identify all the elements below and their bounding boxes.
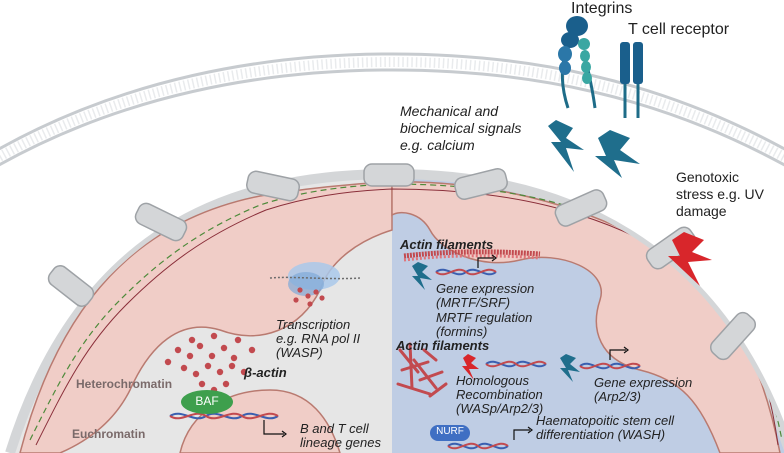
mrtf-line1: MRTF regulation bbox=[436, 310, 533, 325]
signals-line1: Mechanical and bbox=[400, 103, 499, 119]
rna-pol-ii bbox=[269, 262, 361, 307]
actin-filaments-1: Actin filaments bbox=[400, 237, 494, 252]
tcr-label: T cell receptor bbox=[628, 21, 730, 38]
signals-line3: e.g. calcium bbox=[400, 137, 475, 153]
lineage-line2: lineage genes bbox=[300, 435, 381, 450]
gene-expr1-line2: (MRTF/SRF) bbox=[436, 295, 511, 310]
mrtf-line2: (formins) bbox=[436, 324, 488, 339]
integrins-label: Integrins bbox=[571, 0, 633, 17]
transcription-line1: Transcription bbox=[276, 317, 351, 332]
euchromatin-label: Euchromatin bbox=[72, 427, 146, 441]
transcription-arrows bbox=[263, 254, 629, 440]
nurf-complex bbox=[430, 425, 470, 441]
transcription-line2: e.g. RNA pol II bbox=[276, 331, 361, 346]
actin-filaments-top bbox=[403, 249, 541, 262]
baf-complex bbox=[181, 390, 233, 414]
gene-expr2-line1: Gene expression bbox=[594, 375, 693, 390]
signal-bolts bbox=[412, 120, 640, 382]
beta-actin-dots bbox=[164, 332, 256, 394]
actin-filaments-2: Actin filaments bbox=[396, 338, 490, 353]
integrin-receptor bbox=[558, 16, 597, 109]
stress-line3: damage bbox=[676, 203, 727, 219]
tcr-receptor bbox=[620, 42, 643, 118]
actin-meshwork bbox=[396, 342, 448, 398]
stress-bolts bbox=[462, 232, 712, 380]
transcription-line3: (WASP) bbox=[276, 345, 323, 360]
nurf-label: NURF bbox=[436, 426, 464, 437]
hsc-line1: Haematopoitic stem cell bbox=[536, 413, 674, 428]
hr-line3: (WASp/Arp2/3) bbox=[456, 401, 544, 416]
gene-expr2-line2: (Arp2/3) bbox=[594, 389, 641, 404]
beta-actin-label: β-actin bbox=[244, 365, 287, 380]
signals-line2: biochemical signals bbox=[400, 120, 522, 136]
dna-strands bbox=[169, 268, 641, 450]
stress-line2: stress e.g. UV bbox=[676, 186, 764, 202]
baf-label: BAF bbox=[195, 394, 219, 408]
hr-line1: Homologous bbox=[456, 373, 529, 388]
lineage-line1: B and T cell bbox=[300, 421, 369, 436]
hsc-line2: differentiation (WASH) bbox=[536, 427, 666, 442]
hr-line2: Recombination bbox=[456, 387, 543, 402]
gene-expr1-line1: Gene expression bbox=[436, 281, 535, 296]
heterochromatin-label: Heterochromatin bbox=[76, 377, 173, 391]
nuclear-pores bbox=[47, 163, 757, 361]
stress-line1: Genotoxic bbox=[676, 169, 740, 185]
